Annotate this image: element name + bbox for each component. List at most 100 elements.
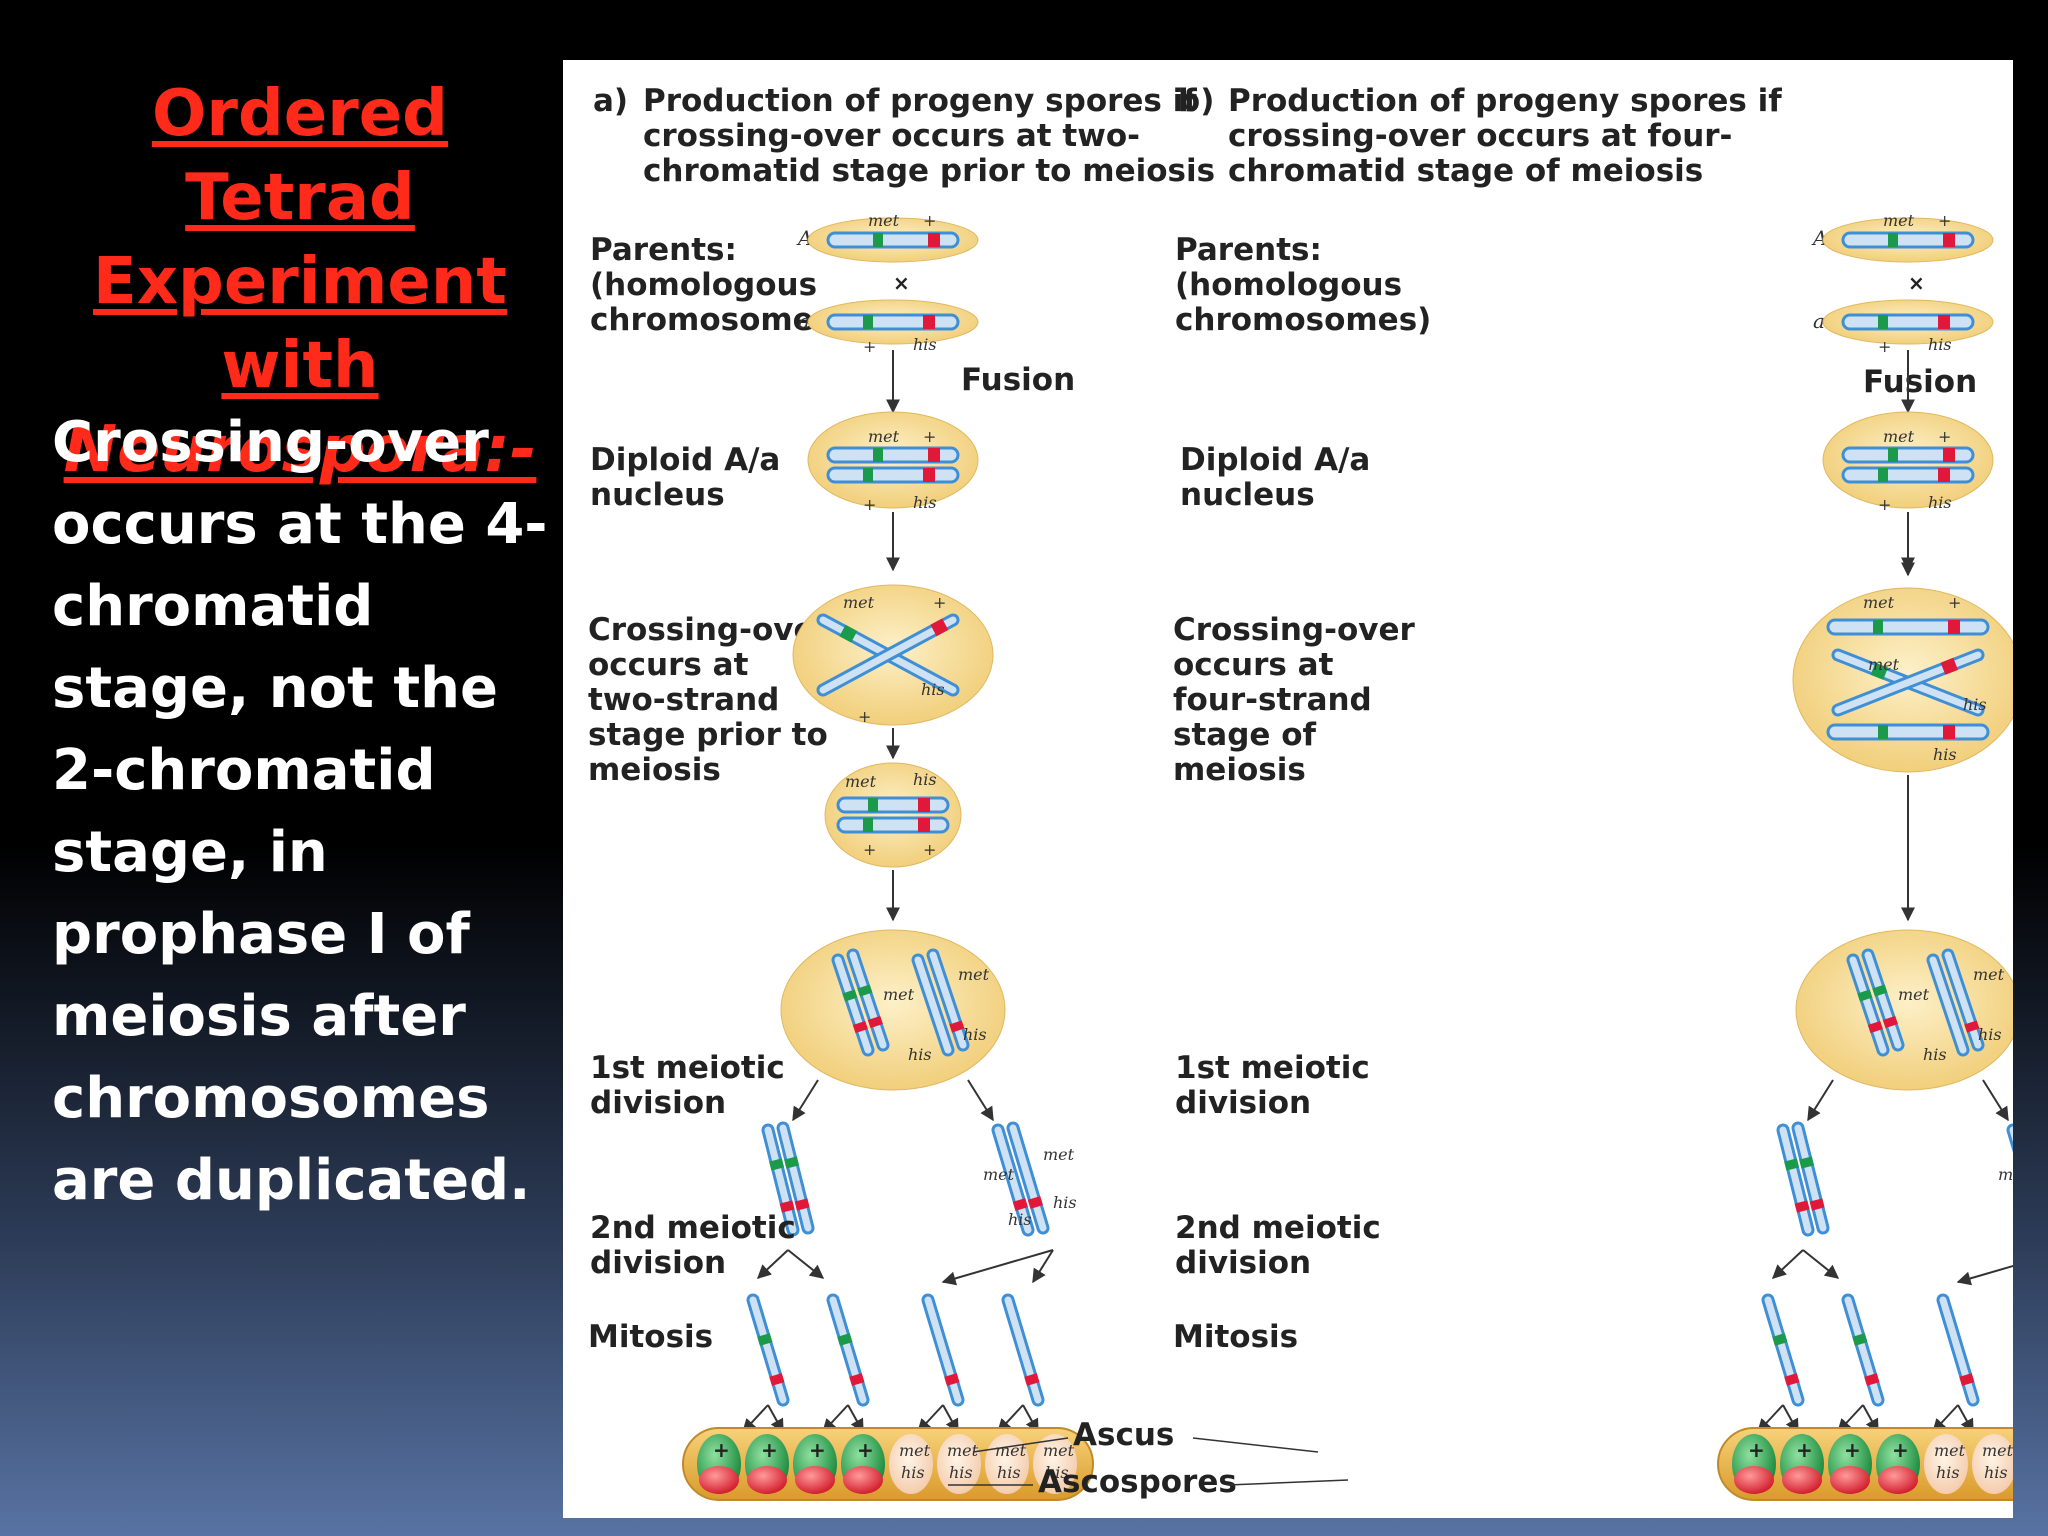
his-label: his [1936,1463,1960,1482]
allele-band [784,1156,800,1169]
mitosis-chromatid [746,1293,790,1407]
met-label: met [1868,655,1900,674]
crossing-label-line-3: four-strand [1173,682,1372,718]
parents-label-line-2: (homologous [1175,267,1402,303]
allele-band [944,1373,960,1386]
plus-label: + [858,707,871,726]
his-label: his [913,493,937,512]
mitosis-chromatid [1761,1293,1805,1407]
ascospore-lower [843,1466,883,1494]
allele-band-red [1943,725,1955,739]
plus-label: + [933,593,946,612]
meiosis-chromatid-2 [1861,948,1905,1052]
chromatid-core [1929,956,1967,1054]
ascospore-lower [699,1466,739,1494]
allele-band [1940,657,1958,675]
body-text: Crossing-over occurs at the 4-chromatid … [52,410,548,1213]
allele-band [949,1020,965,1033]
figure-svg: a)Production of progeny spores ifcrossin… [588,83,2013,1501]
plus-label: + [1948,593,1961,612]
allele-band-green [1878,468,1888,482]
ascospores-label: Ascospores [1038,1464,1237,1500]
allele-band-green [1878,725,1888,739]
chromosome-body [836,796,950,814]
second-division-label-line-1: 2nd meiotic [590,1210,796,1246]
allele-band [779,1200,795,1213]
title-line-3: Neurospora:- [63,413,537,487]
ascospore-lower [795,1466,835,1494]
plus-label: + [1938,427,1951,446]
parent-chromosome-a [1841,313,1975,331]
diploid-label-line-2: nucleus [1180,477,1315,513]
chromatid-core [1764,1296,1802,1404]
panel-heading-line-1: Production of progeny spores if [643,83,1197,119]
crossing-label-line-5: meiosis [588,752,721,788]
ascus-leader-left [972,1437,1069,1453]
ascus-label: Ascus [1073,1417,1174,1453]
plus-label: + [923,427,936,446]
chromosome-body [826,231,960,249]
allele-band-red [1938,468,1950,482]
ascospore [1924,1434,1968,1494]
allele-band [1784,1373,1800,1386]
allele-band-red [1938,315,1950,329]
mitosis-label: Mitosis [588,1319,713,1355]
ascus-leader-right [1192,1437,1319,1453]
allele-band [849,1373,865,1386]
allele-band [1959,1373,1975,1386]
met-label: met [1898,985,1930,1004]
allele-band-green [1873,620,1883,634]
plus-label: + [923,211,936,230]
allele-band-red [1943,233,1955,247]
allele-band [1864,1373,1880,1386]
plus-label: + [863,337,876,356]
arrow-division-left [1807,1079,1834,1122]
fusion-label: Fusion [1863,364,1977,400]
chromosome-body [826,313,960,331]
crossover-chromatid-3 [1831,648,1985,717]
crossing-label-line-1: Crossing-over [1173,612,1416,648]
arrow-division-right [967,1079,994,1122]
his-label: his [901,1463,925,1482]
his-label: his [1053,1193,1077,1212]
plus-label: + [713,1438,730,1462]
met-label: met [868,211,900,230]
meiosis-chromatid-2 [846,948,890,1052]
division2-chromatid-1 [1776,1123,1815,1237]
met-label: met [1934,1441,1966,1460]
chromatid-core [1009,1124,1047,1232]
crossing-label-line-4: stage prior to [588,717,828,753]
arrow-d2-1 [756,1249,789,1279]
met-label: met [845,772,877,791]
meiosis-nucleus [780,929,1006,1091]
chromosome-body [826,466,960,484]
chromatid-core [1779,1126,1812,1234]
second-division-label-line-2: division [590,1245,726,1281]
plus-label: + [923,840,936,859]
chromatid-core [819,616,957,694]
allele-band-green [863,315,873,329]
met-label: met [1043,1441,1075,1460]
ascospores-leader-right [1227,1479,1349,1486]
allele-band [1772,1333,1788,1346]
crossing-label-line-2: occurs at [588,647,749,683]
met-label: met [1043,1145,1075,1164]
slide-title: Ordered Tetrad Experiment with Neurospor… [40,72,560,492]
his-label: his [1008,1210,1032,1229]
plus-label: + [857,1438,874,1462]
met-label: met [1883,211,1915,230]
allele-band-green [863,468,873,482]
crossover-chromatid-2 [816,613,960,697]
meiosis-chromatid-1 [831,953,875,1057]
plus-label: + [1878,337,1891,356]
parents-label-line-2: (homologous [590,267,817,303]
title-line-1: Ordered Tetrad [152,77,448,235]
his-label: his [1963,695,1987,714]
allele-band [1872,984,1888,997]
chromatid-core [834,956,872,1054]
panel-letter: b) [1178,83,1214,119]
met-label: met [883,985,915,1004]
allele-band [1882,1015,1898,1029]
chromosome-body [1826,723,1990,741]
